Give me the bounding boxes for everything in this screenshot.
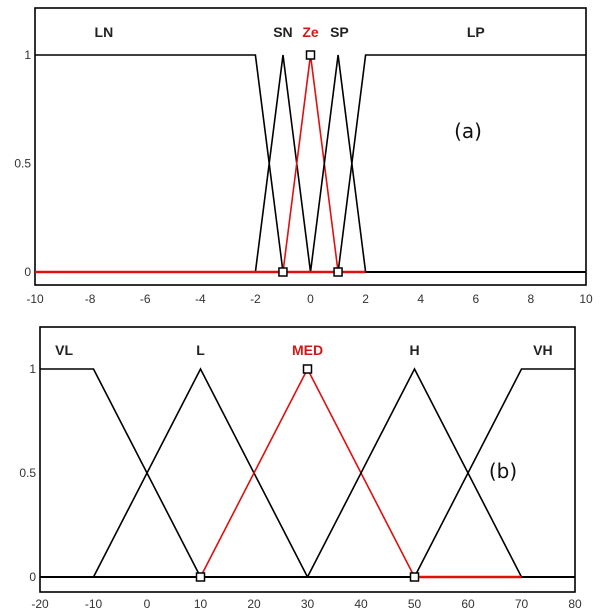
point-marker: [305, 50, 316, 60]
x-tick-label: 20: [247, 597, 261, 611]
series-line-sn: [254, 54, 312, 273]
x-tick-label: -10: [85, 597, 103, 611]
y-tick-label: 0.5: [19, 466, 36, 480]
x-tick-label: 0: [307, 292, 314, 306]
point-marker: [278, 267, 288, 277]
series-line-l: [92, 367, 309, 578]
x-tick-label: -10: [26, 292, 44, 306]
series-label-vh: VH: [533, 342, 552, 358]
point-marker: [302, 364, 313, 374]
x-tick-label: 0: [144, 597, 151, 611]
series-label-ln: LN: [95, 24, 114, 40]
x-tick-label: -2: [250, 292, 261, 306]
point-marker: [333, 267, 343, 277]
series-label-h: H: [409, 342, 419, 358]
panel-label: (a): [454, 119, 482, 143]
series-label-med: MED: [292, 342, 323, 358]
x-tick-label: 2: [362, 292, 369, 306]
x-tick-label: 40: [354, 597, 368, 611]
y-tick-label: 1: [29, 362, 36, 376]
chart-panel-a: LN SN Ze SP LP (a) -10 -8 -6 -4 -2 0 2 4 6 8 10 0 0.5 1: [14, 7, 593, 306]
x-tick-label: -6: [140, 292, 151, 306]
series-line-sp: [309, 54, 367, 273]
x-tick-label: 30: [301, 597, 315, 611]
series-label-lp: LP: [467, 24, 485, 40]
panel-label: (b): [489, 459, 517, 483]
x-tick-label: 8: [528, 292, 535, 306]
x-tick-label: 50: [408, 597, 422, 611]
x-tick-label: 6: [472, 292, 479, 306]
x-tick-label: 10: [194, 597, 208, 611]
series-line-vh: [413, 368, 575, 578]
plot-frame: [34, 7, 587, 286]
series-label-sn: SN: [273, 24, 292, 40]
x-tick-label: 80: [568, 597, 582, 611]
point-marker: [195, 572, 206, 582]
chart-panel-b: VL L MED H VH (b) -20 -10 0 10 20 30 40 50 60 70 80 0 0.5 1: [19, 326, 582, 611]
x-tick-label: -20: [31, 597, 49, 611]
x-tick-label: 4: [417, 292, 424, 306]
point-marker: [409, 572, 420, 582]
y-tick-label: 0.5: [14, 157, 31, 171]
y-tick-label: 0: [24, 265, 31, 279]
series-label-vl: VL: [55, 342, 73, 358]
x-tick-label: -4: [195, 292, 206, 306]
x-tick-label: 70: [515, 597, 529, 611]
series-label-l: L: [196, 342, 205, 358]
series-line-lp: [337, 54, 586, 273]
y-tick-label: 1: [24, 48, 31, 62]
series-line-vl: [40, 368, 202, 578]
series-label-sp: SP: [330, 24, 349, 40]
x-tick-label: 10: [579, 292, 593, 306]
y-tick-label: 0: [29, 570, 36, 584]
series-line-h: [306, 367, 523, 578]
x-tick-label: -8: [85, 292, 96, 306]
x-tick-label: 60: [461, 597, 475, 611]
series-label-ze: Ze: [302, 24, 319, 40]
series-line-ln: [35, 54, 284, 273]
